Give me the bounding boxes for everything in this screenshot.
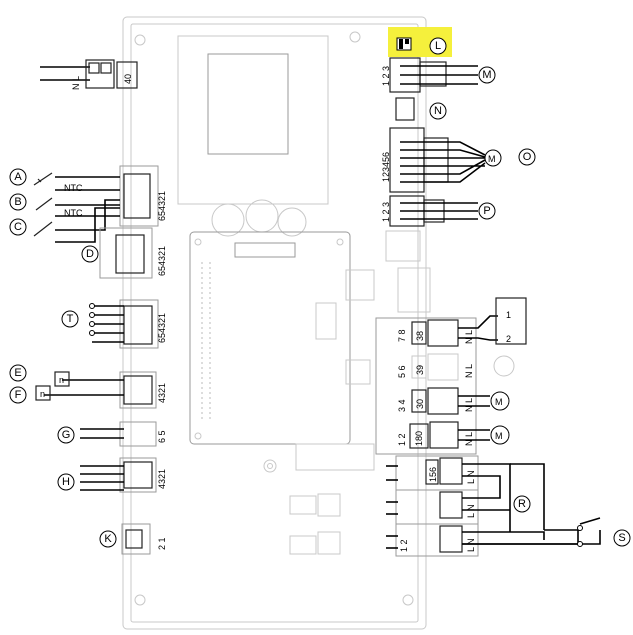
callout-s: S: [613, 529, 631, 547]
plug-39-number: 39: [415, 365, 425, 375]
callout-a: A: [9, 168, 27, 186]
svg-text:P: P: [483, 205, 490, 217]
callout-o: O: [518, 148, 536, 166]
svg-text:E: E: [14, 367, 21, 379]
callout-l: L: [429, 37, 447, 55]
connector-m: 1 2 3: [381, 57, 478, 93]
svg-text:B: B: [14, 196, 21, 208]
mains-pins-label: N L: [71, 76, 81, 90]
e-block-pins: 4321: [157, 383, 167, 403]
m-pins: 1 2 3: [381, 66, 391, 86]
connector-h: 4321: [80, 457, 167, 493]
sensor-n-label-1: n: [59, 375, 64, 385]
callout-n: N: [429, 102, 447, 120]
t-block-pins: 654321: [157, 313, 167, 343]
plug-38-number: 38: [415, 331, 425, 341]
callout-h: H: [57, 473, 75, 491]
bottom-plug-pins: 1 2: [399, 539, 409, 552]
controller-housing: [122, 16, 431, 630]
k-block-pins: 2 1: [157, 537, 167, 550]
plug-156-number: 156: [428, 467, 438, 482]
ln-label-3: L N: [466, 538, 476, 552]
callout-f: F: [9, 386, 27, 404]
callout-r: R: [513, 495, 531, 513]
plug-180-pins: 1 2: [397, 433, 407, 446]
relay-1-label: 1: [506, 310, 511, 320]
callout-c: C: [9, 218, 27, 236]
relay-group: 156 L N L N L N 1 2: [386, 455, 601, 557]
ntc-label-1: NTC: [64, 183, 83, 193]
d-block-pins: 654321: [157, 246, 167, 276]
mains-input: N L 40: [40, 59, 138, 90]
ln-label-2: L N: [466, 504, 476, 518]
plug-180-number: 180: [414, 431, 424, 446]
svg-text:N: N: [434, 105, 442, 117]
callout-p: P: [478, 202, 496, 220]
svg-text:O: O: [523, 151, 532, 163]
sensor-block-pins: 654321: [157, 191, 167, 221]
callout-k: K: [99, 530, 117, 548]
ln-label-1: L N: [466, 470, 476, 484]
plug-30-pins: 3 4: [397, 399, 407, 412]
svg-text:C: C: [14, 221, 22, 233]
plug-30-number: 30: [415, 399, 425, 409]
plug-strip: 38 7 8 N L 1 2 39 5 6 N L 30 3 4 N L M 1…: [375, 297, 527, 455]
callout-d: D: [81, 245, 99, 263]
connector-ef: n n 4321: [35, 371, 167, 409]
dip-switch-icon: [396, 37, 412, 51]
plug-39-pins: 5 6: [397, 365, 407, 378]
plug-180-nl: N L: [464, 432, 474, 446]
sensor-connector-abc: 654321 NTC NTC: [33, 165, 167, 243]
svg-text:S: S: [618, 532, 625, 544]
p-pins: 1 2 3: [381, 202, 391, 222]
svg-text:D: D: [86, 248, 94, 260]
ntc-label-2: NTC: [64, 208, 83, 218]
sensor-n-label-2: n: [40, 389, 45, 399]
motor-o-label: M: [488, 154, 496, 164]
relay-2-label: 2: [506, 334, 511, 344]
connector-d: 654321: [99, 227, 167, 279]
plug-38-pins: 7 8: [397, 329, 407, 342]
connector-t: 654321: [89, 299, 167, 349]
h-block-pins: 4321: [157, 469, 167, 489]
connector-g: 6 5: [80, 421, 167, 447]
ntc-sensor-icon: [33, 172, 53, 237]
svg-text:L: L: [435, 40, 441, 52]
callout-t: T: [61, 310, 79, 328]
connector-p: 1 2 3: [381, 195, 478, 227]
connector-n: [395, 97, 415, 121]
callout-e: E: [9, 364, 27, 382]
connector-k: 2 1: [121, 523, 167, 555]
connector-o: M 123456: [381, 127, 502, 193]
svg-text:R: R: [518, 498, 526, 510]
o-pins: 123456: [381, 152, 391, 182]
svg-text:K: K: [104, 533, 112, 545]
plug-30-nl: N L: [464, 398, 474, 412]
svg-text:M: M: [482, 69, 491, 81]
motor-30-label: M: [495, 397, 503, 407]
mains-connector-number: 40: [123, 74, 133, 84]
plug-38-nl: N L: [464, 330, 474, 344]
g-block-pins: 6 5: [157, 430, 167, 443]
callout-g: G: [57, 426, 75, 444]
callout-m: M: [478, 66, 496, 84]
svg-text:T: T: [67, 313, 74, 325]
svg-text:G: G: [62, 429, 71, 441]
plug-39-nl: N L: [464, 364, 474, 378]
motor-180-label: M: [495, 431, 503, 441]
svg-text:F: F: [15, 389, 22, 401]
svg-text:A: A: [14, 171, 22, 183]
svg-text:H: H: [62, 476, 70, 488]
callout-b: B: [9, 193, 27, 211]
